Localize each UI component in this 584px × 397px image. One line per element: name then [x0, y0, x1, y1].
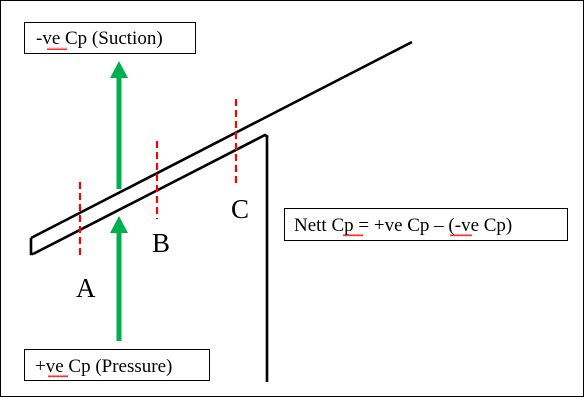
suction-box: -ve Cp (Suction) — [24, 22, 196, 54]
point-label-c: C — [231, 194, 249, 224]
point-label-a: A — [76, 273, 96, 303]
pressure-label: +ve Cp (Pressure) — [35, 356, 172, 377]
spellcheck-underline — [47, 47, 67, 50]
nett-cp-label: Nett Cp = +ve Cp – (-ve Cp) — [294, 215, 512, 236]
spellcheck-underline — [48, 375, 68, 378]
nett-cp-box: Nett Cp = +ve Cp – (-ve Cp) — [284, 208, 568, 241]
pressure-box: +ve Cp (Pressure) — [24, 349, 210, 381]
spellcheck-underline — [450, 234, 472, 237]
suction-label: -ve Cp (Suction) — [36, 28, 163, 49]
pressure-arrow-icon — [110, 216, 128, 341]
suction-arrow-icon — [110, 61, 128, 189]
point-label-b: B — [152, 228, 170, 258]
spellcheck-underline — [343, 234, 363, 237]
